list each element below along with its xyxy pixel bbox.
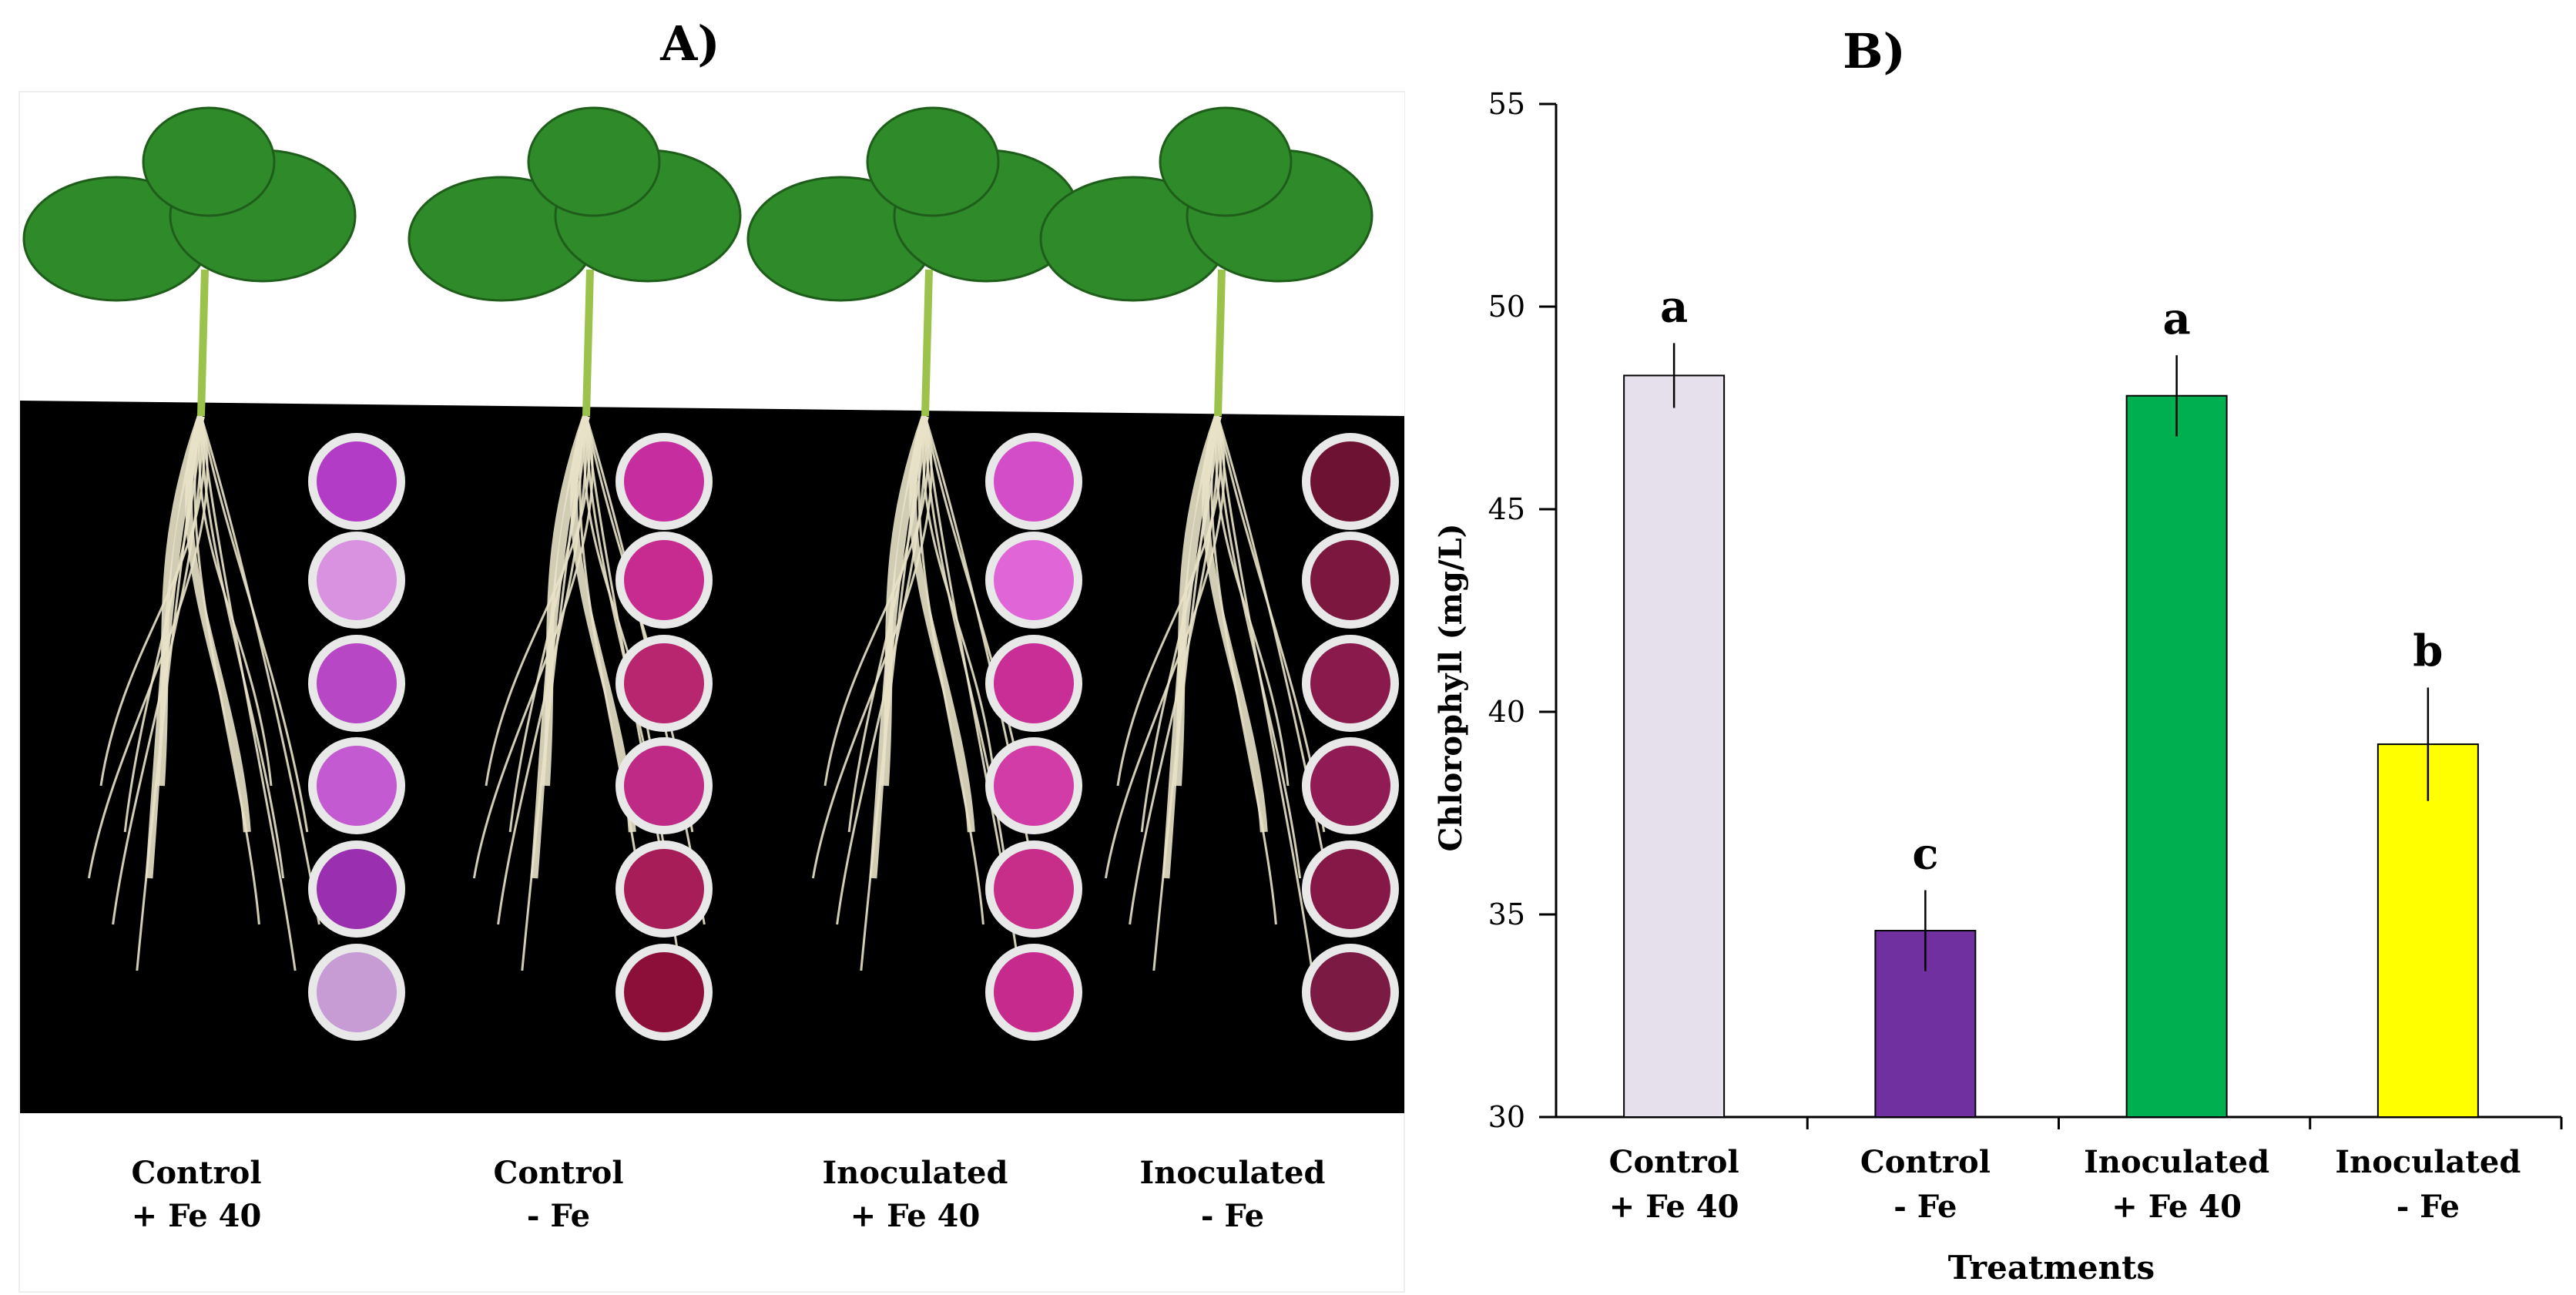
root-strand bbox=[123, 415, 203, 833]
well-solution bbox=[624, 746, 704, 826]
root-strand bbox=[811, 415, 933, 879]
well-solution bbox=[317, 952, 397, 1032]
stem bbox=[582, 269, 594, 417]
well-solution bbox=[1310, 952, 1390, 1032]
photo-label-control-fe40: Control+ Fe 40 bbox=[131, 1155, 262, 1234]
y-tick-label: 35 bbox=[1488, 897, 1525, 931]
stem bbox=[1214, 269, 1226, 417]
plant bbox=[408, 106, 742, 1041]
well-solution bbox=[994, 643, 1074, 723]
root-strand bbox=[497, 415, 589, 925]
root-strand bbox=[1116, 415, 1223, 787]
bar bbox=[2376, 743, 2479, 1119]
root-strand bbox=[112, 415, 203, 925]
root-strand bbox=[472, 415, 594, 879]
well-solution bbox=[994, 540, 1074, 620]
root-strand bbox=[200, 415, 320, 925]
leaf bbox=[142, 106, 276, 217]
x-tick-label: - Fe bbox=[2397, 1189, 2460, 1225]
root-strand bbox=[1140, 415, 1219, 833]
root-strand bbox=[87, 415, 209, 879]
well-solution bbox=[624, 952, 704, 1032]
plant bbox=[746, 106, 1082, 1041]
leaf bbox=[866, 106, 1000, 217]
y-tick-label: 50 bbox=[1488, 290, 1525, 324]
root-strand bbox=[823, 415, 930, 787]
root-strand bbox=[1104, 415, 1226, 879]
bar bbox=[1623, 374, 1726, 1119]
root-strand bbox=[1129, 415, 1220, 925]
plant bbox=[22, 106, 405, 1041]
leaf bbox=[1159, 106, 1293, 217]
well-solution bbox=[624, 441, 704, 522]
well-solution bbox=[1310, 441, 1390, 522]
photo-label-control-nofe: Control- Fe bbox=[493, 1155, 624, 1234]
well-solution bbox=[624, 540, 704, 620]
x-tick-label: + Fe 40 bbox=[1609, 1189, 1739, 1225]
y-tick-label: 45 bbox=[1488, 492, 1525, 526]
well-solution bbox=[1310, 849, 1390, 929]
panel-b-title: B) bbox=[1843, 23, 1906, 79]
root-strand bbox=[200, 415, 297, 971]
leaf bbox=[527, 106, 661, 217]
root-strand bbox=[860, 415, 927, 971]
significance-letter: b bbox=[2413, 626, 2443, 676]
y-tick-label: 55 bbox=[1488, 87, 1525, 121]
well-solution bbox=[317, 643, 397, 723]
root-strand bbox=[485, 415, 591, 787]
x-tick-label: - Fe bbox=[1893, 1189, 1957, 1225]
root-strand bbox=[521, 415, 588, 971]
stem bbox=[197, 269, 209, 417]
well-solution bbox=[1310, 746, 1390, 826]
root-strand bbox=[99, 415, 206, 787]
well-solution bbox=[994, 441, 1074, 522]
y-tick-label: 30 bbox=[1488, 1100, 1525, 1134]
plant-photo bbox=[20, 92, 1404, 1113]
x-tick-label: Inoculated bbox=[2335, 1144, 2521, 1180]
x-tick-label: Control bbox=[1609, 1144, 1739, 1180]
root-strand bbox=[1152, 415, 1219, 971]
well-solution bbox=[994, 849, 1074, 929]
well-solution bbox=[1310, 643, 1390, 723]
x-axis-label: Treatments bbox=[1948, 1249, 2155, 1287]
photo-label-inoculated-nofe: Inoculated- Fe bbox=[1139, 1155, 1326, 1234]
root-strand bbox=[1216, 415, 1302, 879]
significance-letter: c bbox=[1912, 828, 1938, 879]
well-solution bbox=[624, 849, 704, 929]
well-solution bbox=[317, 540, 397, 620]
bar bbox=[2125, 394, 2228, 1118]
root-strand bbox=[1216, 415, 1313, 971]
x-tick-label: + Fe 40 bbox=[2111, 1189, 2242, 1225]
well-solution bbox=[1310, 540, 1390, 620]
root-strand bbox=[836, 415, 927, 925]
plant bbox=[1039, 106, 1399, 1041]
root-strand bbox=[200, 415, 285, 879]
significance-letter: a bbox=[2162, 294, 2190, 344]
panel-a-title: A) bbox=[660, 15, 720, 72]
root-strand bbox=[136, 415, 203, 971]
root-strand bbox=[508, 415, 588, 833]
photo-frame bbox=[18, 91, 1405, 1293]
x-tick-label: Inoculated bbox=[2084, 1144, 2269, 1180]
well-solution bbox=[317, 849, 397, 929]
well-solution bbox=[317, 746, 397, 826]
stem bbox=[921, 269, 933, 417]
significance-letter: a bbox=[1660, 281, 1688, 332]
x-tick-label: Control bbox=[1860, 1144, 1991, 1180]
photo-label-inoculated-fe40: Inoculated+ Fe 40 bbox=[822, 1155, 1008, 1234]
y-axis-label: Chlorophyll (mg/L) bbox=[1433, 523, 1469, 851]
root-strand bbox=[847, 415, 927, 833]
y-tick-label: 40 bbox=[1488, 695, 1525, 729]
well-solution bbox=[994, 746, 1074, 826]
well-solution bbox=[624, 643, 704, 723]
well-solution bbox=[317, 441, 397, 522]
well-solution bbox=[994, 952, 1074, 1032]
